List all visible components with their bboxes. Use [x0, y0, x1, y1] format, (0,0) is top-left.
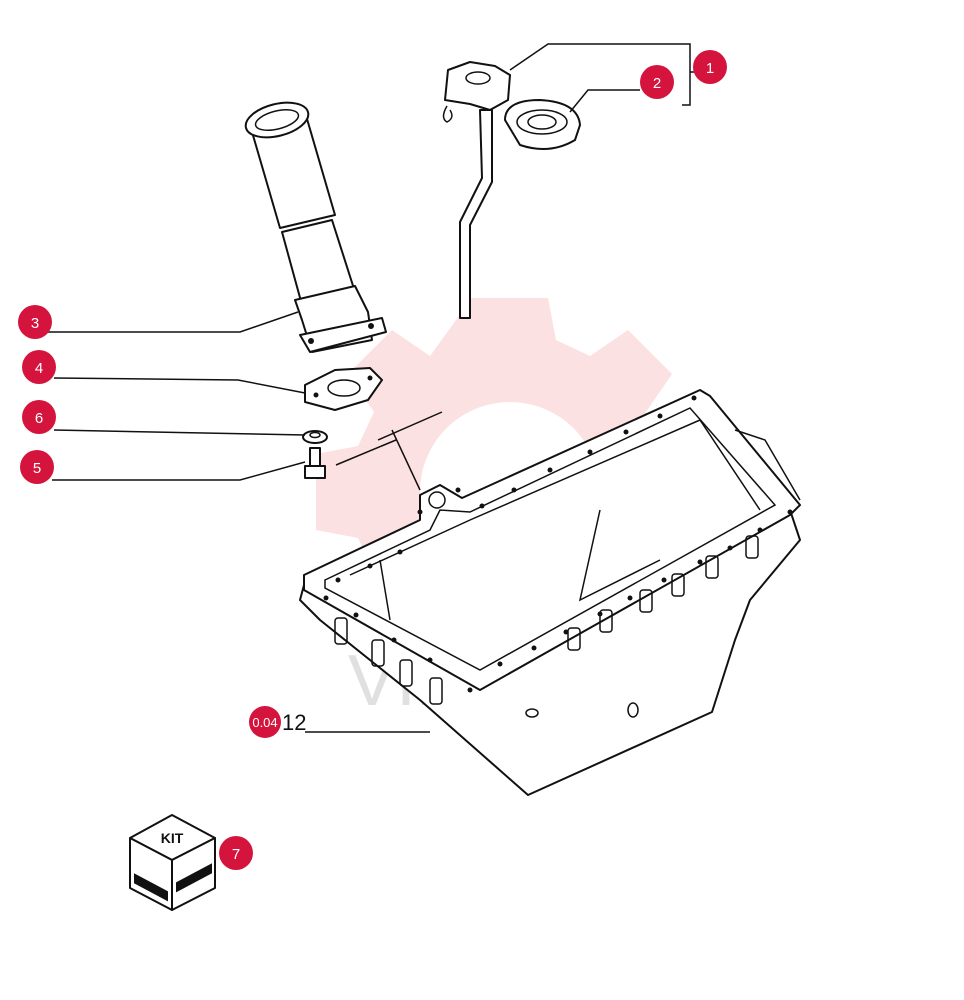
callout-3-label: 3 — [31, 315, 39, 332]
callout-2[interactable]: 2 — [640, 65, 674, 99]
sump-reference-label: 0.04 12 — [249, 706, 306, 738]
oil-filler-tube[interactable] — [242, 97, 387, 353]
callout-5[interactable]: 5 — [20, 450, 54, 484]
oil-sump — [299, 389, 801, 796]
dipstick-assembly[interactable] — [442, 61, 511, 319]
callout-6[interactable]: 6 — [22, 400, 56, 434]
leader-2 — [569, 89, 640, 113]
callout-5-label: 5 — [33, 460, 41, 477]
leader-4 — [53, 377, 306, 394]
callout-7-label: 7 — [232, 846, 240, 863]
callout-2-label: 2 — [653, 75, 661, 92]
callout-4-label: 4 — [35, 360, 43, 377]
callout-3[interactable]: 3 — [18, 305, 52, 339]
kit-box-label: KIT — [161, 830, 184, 846]
leader-5 — [52, 461, 306, 481]
dipstick-seal[interactable] — [504, 99, 581, 150]
sump-reference-suffix: 12 — [282, 710, 306, 735]
kit-box-icon[interactable]: KIT — [129, 814, 216, 911]
callout-6-label: 6 — [35, 410, 43, 427]
washer[interactable] — [302, 430, 328, 444]
callout-1-label: 1 — [706, 60, 714, 77]
bolt[interactable] — [304, 447, 326, 479]
callout-7[interactable]: 7 — [219, 836, 253, 870]
leader-6 — [53, 429, 306, 436]
leader-3 — [48, 311, 299, 333]
callout-1[interactable]: 1 — [693, 50, 727, 84]
filler-tube-gasket[interactable] — [304, 367, 383, 411]
sump-reference-badge: 0.04 — [252, 715, 277, 730]
callout-4[interactable]: 4 — [22, 350, 56, 384]
